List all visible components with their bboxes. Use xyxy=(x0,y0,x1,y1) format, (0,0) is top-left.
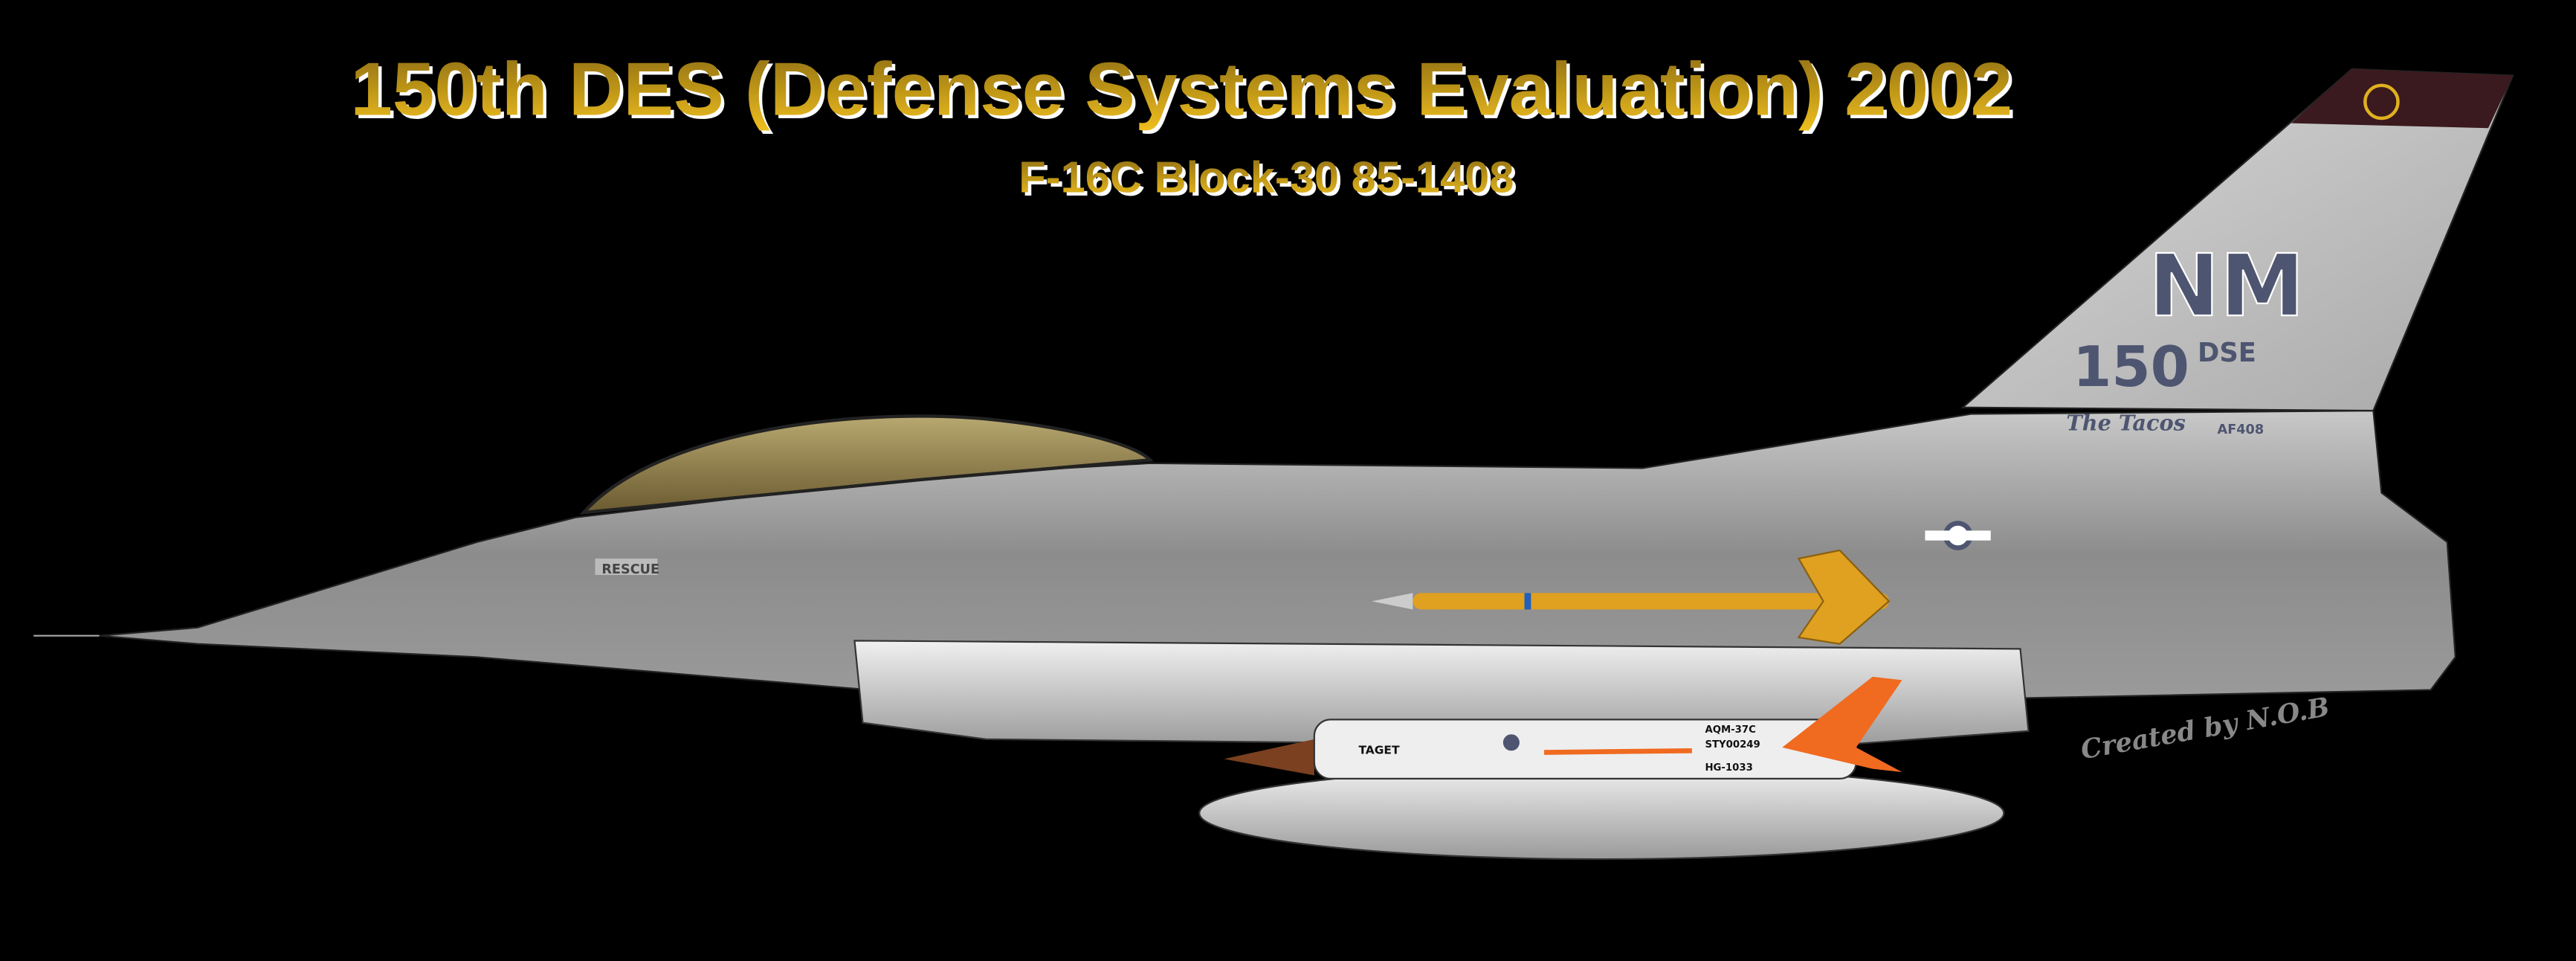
rescue-label: RESCUE xyxy=(601,562,659,577)
zia-emblem-icon xyxy=(2363,83,2400,120)
drone-serial: STY00249 xyxy=(1705,739,1760,751)
nickname: The Tacos xyxy=(2066,411,2185,436)
drone-nose-label: TAGET xyxy=(1358,744,1399,757)
national-insignia-icon xyxy=(1925,521,1991,550)
canopy xyxy=(579,414,1154,515)
target-drone: TAGET AQM-37C STY00249 HG-1033 xyxy=(1224,676,1902,780)
tail-unit-suffix: DSE xyxy=(2198,338,2256,368)
fuel-tank xyxy=(1198,766,2005,861)
drone-insignia-icon xyxy=(1502,734,1520,751)
subtitle: F-16C Block-30 85-1408 xyxy=(1019,152,1514,202)
page-title: 150th DES (Defense Systems Evaluation) 2… xyxy=(350,47,2012,132)
yellow-missile xyxy=(1372,549,1891,645)
tail-band xyxy=(2291,68,2514,129)
drone-designation: AQM-37C xyxy=(1705,724,1755,736)
tail-code: NM xyxy=(2149,237,2305,336)
rescue-placard xyxy=(595,558,658,575)
drone-code: HG-1033 xyxy=(1705,762,1752,774)
tail-unit-number: 150 xyxy=(2073,334,2189,399)
vertical-tail: NM 150 DSE xyxy=(1960,68,2514,412)
serial-small: AF408 xyxy=(2218,422,2265,437)
